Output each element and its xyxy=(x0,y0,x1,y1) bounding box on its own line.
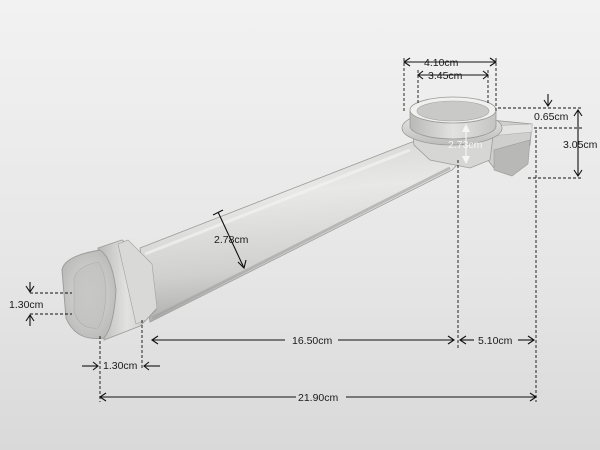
label-tube-width: 2.78cm xyxy=(214,234,249,246)
dimension-lines xyxy=(25,57,583,402)
label-outlet-drop: 2.73cm xyxy=(448,139,483,151)
tube-body xyxy=(139,139,463,323)
label-outlet-collar-height: 0.65cm xyxy=(534,111,569,123)
pipe-part xyxy=(61,96,533,341)
label-inlet-height: 1.30cm xyxy=(9,299,44,311)
dimension-guides xyxy=(30,58,582,402)
label-tube-length: 16.50cm xyxy=(292,335,333,347)
label-bracket-length: 5.10cm xyxy=(478,335,513,347)
label-outlet-outer-diameter: 4.10cm xyxy=(424,57,459,69)
label-inlet-collar-length: 1.30cm xyxy=(103,360,138,372)
label-total-length: 21.90cm xyxy=(298,392,339,404)
label-outlet-inner-diameter: 3.45cm xyxy=(428,70,463,82)
dimension-labels: 4.10cm 3.45cm 0.65cm 3.05cm 2.73cm 2.78c… xyxy=(9,57,598,404)
label-bracket-height: 3.05cm xyxy=(563,139,598,151)
